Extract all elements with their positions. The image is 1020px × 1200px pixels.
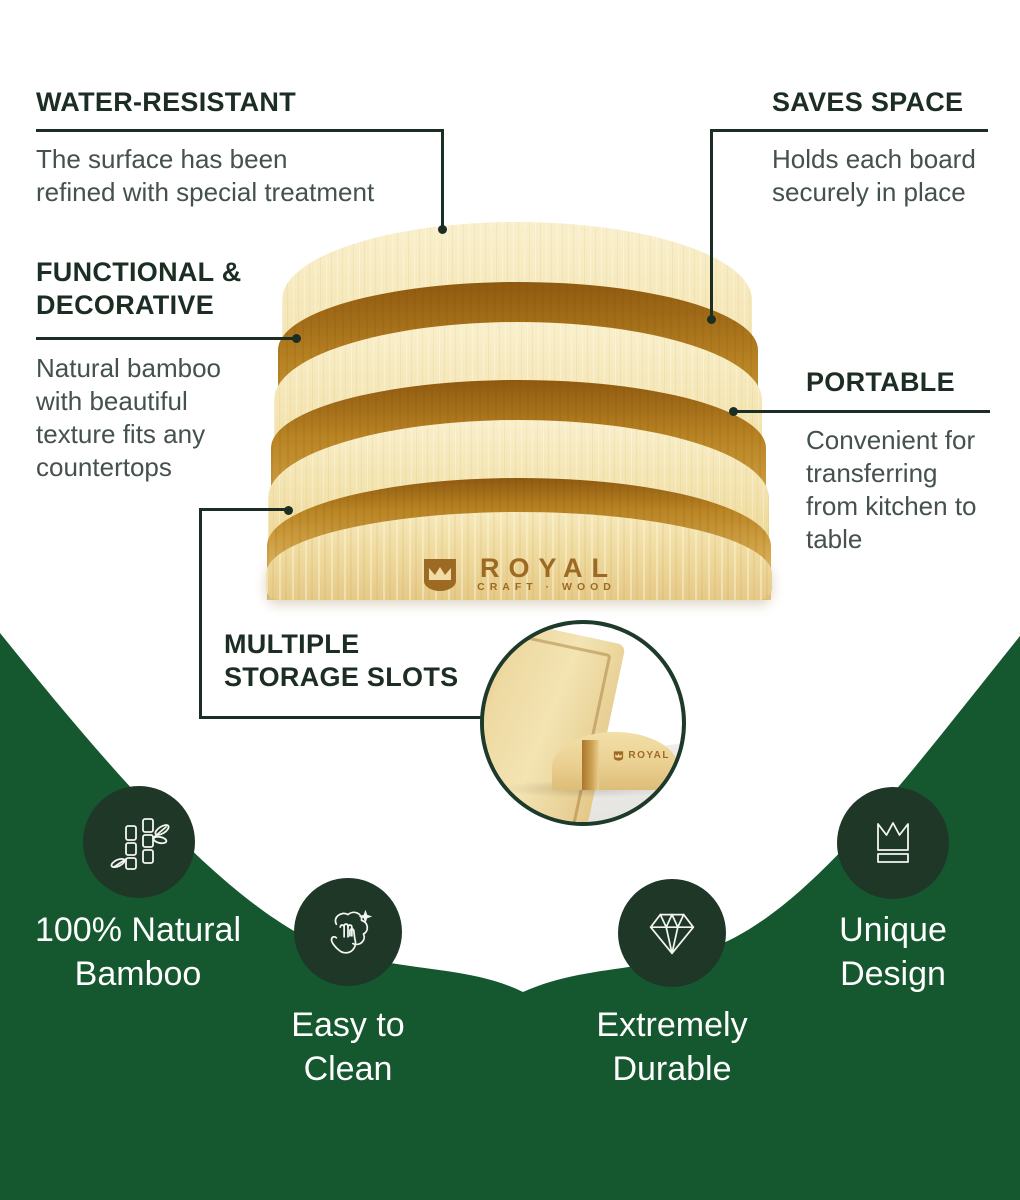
functional-decorative-line-h	[36, 337, 296, 340]
saves-space-line-h	[710, 129, 988, 132]
functional-decorative-body: Natural bamboo with beautiful texture fi…	[36, 353, 221, 482]
brand-subtitle: CRAFT · WOOD	[477, 581, 616, 593]
portable-body: Convenient for transferring from kitchen…	[806, 425, 977, 554]
brand-name: ROYAL	[479, 553, 618, 583]
saves-space-title: SAVES SPACE	[772, 87, 964, 117]
inset-brand-name: ROYAL	[628, 750, 670, 761]
diamond-icon	[649, 913, 695, 955]
water-resistant-title: WATER-RESISTANT	[36, 87, 296, 117]
water-resistant-dot	[438, 225, 447, 234]
cleaning-hand-icon	[330, 909, 373, 954]
inset-holder: ROYAL	[552, 732, 678, 790]
water-resistant-line-v	[441, 129, 444, 229]
saves-space-body: Holds each board securely in place	[772, 144, 976, 207]
green-footer-background	[0, 633, 1020, 1200]
feature-circle-durable	[618, 879, 726, 987]
multiple-storage-line-bottom	[199, 716, 487, 719]
water-resistant-line-h	[36, 129, 444, 132]
functional-decorative-dot	[292, 334, 301, 343]
feature-circle-clean	[294, 878, 402, 986]
multiple-storage-title: MULTIPLE STORAGE SLOTS	[224, 629, 459, 692]
detail-inset-photo: ROYAL	[480, 620, 686, 826]
portable-line-h	[733, 410, 990, 413]
feature-label-clean: Easy to Clean	[291, 1006, 405, 1088]
functional-decorative-title: FUNCTIONAL & DECORATIVE	[36, 257, 242, 320]
product-image-bamboo-organizer: ROYAL CRAFT · WOOD	[266, 222, 772, 600]
multiple-storage-line-top	[199, 508, 289, 511]
water-resistant-body: The surface has been refined with specia…	[36, 144, 375, 207]
inset-brand-logo: ROYAL	[613, 750, 670, 761]
crown-icon	[877, 822, 909, 863]
feature-label-design: Unique Design	[839, 911, 947, 993]
brand-logo: ROYAL CRAFT · WOOD	[421, 555, 617, 594]
portable-dot	[729, 407, 738, 416]
multiple-storage-line-v	[199, 508, 202, 719]
brand-crown-badge-icon	[423, 558, 456, 591]
saves-space-line-v	[710, 129, 713, 319]
feature-label-bamboo: 100% Natural Bamboo	[34, 911, 241, 993]
feature-circle-design	[837, 787, 949, 899]
portable-title: PORTABLE	[806, 367, 955, 397]
bamboo-icon	[110, 818, 170, 870]
inset-holder-slot	[582, 740, 599, 790]
feature-circle-bamboo	[83, 786, 195, 898]
inset-crown-badge-icon	[614, 750, 624, 761]
saves-space-dot	[707, 315, 716, 324]
feature-label-durable: Extremely Durable	[596, 1006, 748, 1088]
